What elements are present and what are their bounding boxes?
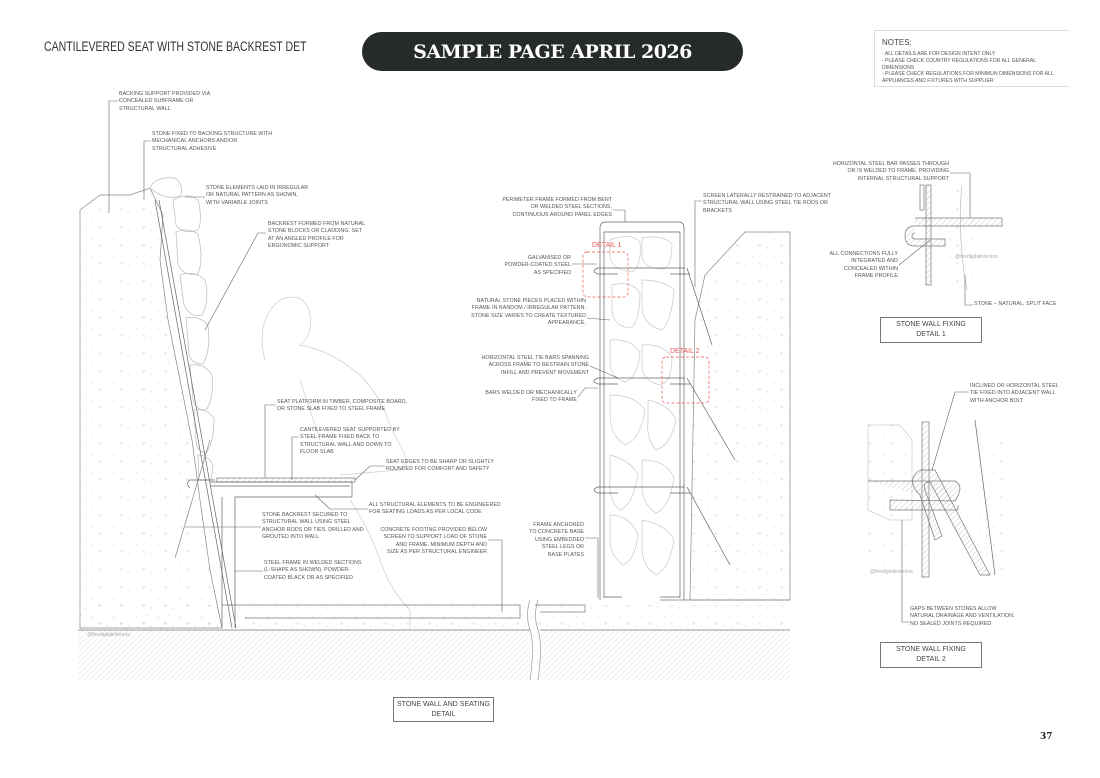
label-structural: ALL STRUCTURAL ELEMENTS TO BE ENGINEERED… <box>369 502 501 516</box>
detail-1-marker-box <box>582 251 629 298</box>
label-stone-elements: STONE ELEMENTS LAID IN IRREGULAR OR NATU… <box>206 185 309 206</box>
backrest-stones <box>149 177 215 481</box>
detail1-label-connections: ALL CONNECTIONS FULLY INTEGRATED AND CON… <box>829 251 898 280</box>
detail1-label-stone: STONE – NATURAL, SPLIT FACE <box>974 301 1057 307</box>
label-cantilevered: CANTILEVERED SEAT SUPPORTED BY STEEL FRA… <box>300 427 400 456</box>
leader-lines <box>108 100 973 623</box>
label-steel-frame: STEEL FRAME IN WELDED SECTIONS (L-SHAPE … <box>264 560 362 581</box>
ground-hatch <box>78 630 530 680</box>
detail-1-marker: DETAIL 1 <box>592 242 622 249</box>
label-stone-fixed: STONE FIXED TO BACKING STRUCTURE WITH ME… <box>152 131 273 152</box>
tie-bars <box>593 267 736 566</box>
screen-stones <box>609 236 677 576</box>
person-silhouette <box>261 296 411 630</box>
page-title: CANTILEVERED SEAT WITH STONE BACKREST DE… <box>44 39 307 54</box>
label-backing-support: BACKING SUPPORT PROVIDED VIA CONCEALED S… <box>119 91 211 112</box>
label-galvanised: GALVANISED OR POWDER-COATED STEEL AS SPE… <box>504 255 571 276</box>
watermark: @thedigitalinteriors <box>955 254 998 260</box>
detail-2-marker: DETAIL 2 <box>670 348 700 355</box>
watermark: @thedigitalinteriors <box>87 632 130 638</box>
detail-1-drawing <box>904 184 1003 291</box>
detail-2-drawing <box>867 419 1005 578</box>
label-bars-welded: BARS WELDED OR MECHANICALLY FIXED TO FRA… <box>485 390 577 404</box>
label-seat-edges: SEAT EDGES TO BE SHARP OR SLIGHTLY ROUND… <box>386 459 494 473</box>
sample-banner: SAMPLE PAGE APRIL 2026 <box>362 32 743 71</box>
notes-box: NOTES: - ALL DETAILS ARE FOR DESIGN INTE… <box>874 30 1069 87</box>
perimeter-frame <box>599 221 685 600</box>
seat-platform <box>216 477 356 483</box>
label-frame-anchored: FRAME ANCHORED TO CONCRETE BASE USING EM… <box>529 522 584 558</box>
label-natural-stone: NATURAL STONE PIECES PLACED WITHIN FRAME… <box>471 298 586 327</box>
detail2-label-tie: INCLINED OR HORIZONTAL STEEL TIE FIXED I… <box>970 383 1059 404</box>
page-number: 37 <box>1040 732 1053 742</box>
watermark: @thedigitalinteriors <box>870 569 913 575</box>
label-footing: CONCRETE FOOTING PROVIDED BELOW SCREEN T… <box>380 527 487 556</box>
label-seat-platform: SEAT PLATFORM IN TIMBER, COMPOSITE BOARD… <box>277 399 407 413</box>
detail2-label-gaps: GAPS BETWEEN STONES ALLOW NATURAL DRAINA… <box>910 606 1015 627</box>
notes-list: - ALL DETAILS ARE FOR DESIGN INTENT ONLY… <box>882 51 1054 85</box>
detail2-title-box: STONE WALL FIXING DETAIL 2 <box>880 642 982 668</box>
right-wall <box>689 231 791 601</box>
label-perimeter: PERIMETER FRAME FORMED FROM BENT OR WELD… <box>502 197 612 218</box>
label-backrest-secured: STONE BACKREST SECURED TO STRUCTURAL WAL… <box>262 512 364 541</box>
main-title-box: STONE WALL AND SEATING DETAIL <box>393 697 494 722</box>
detail1-title-box: STONE WALL FIXING DETAIL 1 <box>880 317 982 343</box>
label-tie-bars: HORIZONTAL STEEL TIE BARS SPANNING ACROS… <box>481 355 589 376</box>
seat-frame <box>187 479 353 628</box>
detail1-label-bar: HORIZONTAL STEEL BAR PASSES THROUGH OR I… <box>832 161 949 182</box>
label-screen: SCREEN LATERALLY RESTRAINED TO ADJACENT … <box>703 193 832 214</box>
label-backrest: BACKREST FORMED FROM NATURAL STONE BLOCK… <box>268 221 366 250</box>
notes-heading: NOTES: <box>882 38 912 47</box>
